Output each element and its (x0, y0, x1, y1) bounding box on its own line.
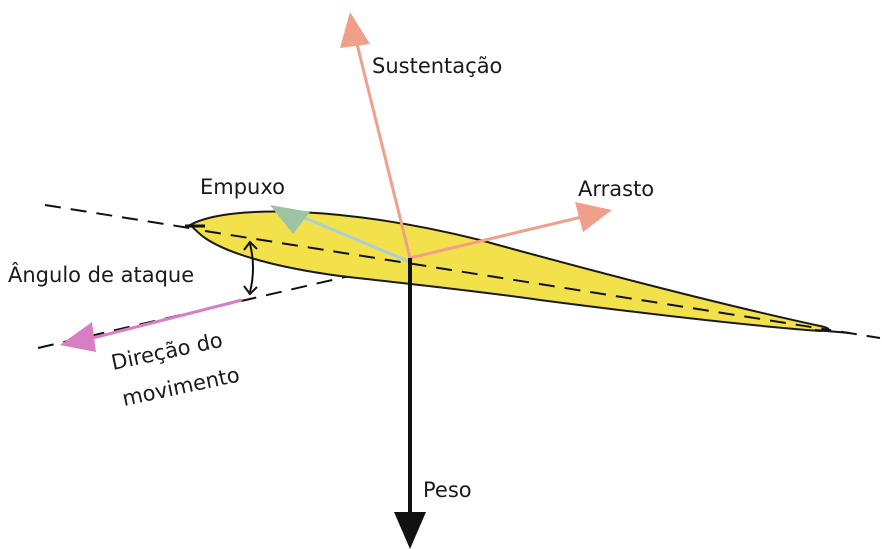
angle-of-attack-label: Ângulo de ataque (8, 262, 194, 287)
weight-arrowhead-icon (394, 512, 426, 549)
direction-arrowhead-icon (60, 322, 96, 352)
drag-label: Arrasto (578, 177, 654, 201)
angle-arc-top-head-icon (243, 240, 258, 251)
direction-arrow-shaft (84, 298, 243, 342)
drag-arrowhead-icon (575, 202, 612, 232)
weight-label: Peso (423, 478, 472, 502)
airfoil (188, 210, 830, 333)
angle-of-attack-arc (249, 243, 254, 293)
trailing-edge-tick (814, 329, 851, 334)
lift-label: Sustentação (372, 54, 502, 78)
lift-arrow-shaft (354, 39, 412, 259)
chord-line-inner (204, 230, 831, 331)
direction-label-line2: movimento (120, 363, 242, 411)
thrust-arrow-shaft (299, 214, 411, 264)
thrust-label: Empuxo (200, 175, 285, 199)
drag-arrow-shaft (409, 213, 591, 260)
angle-arc-bottom-head-icon (243, 285, 258, 296)
lift-arrowhead-icon (340, 12, 370, 48)
thrust-arrowhead-icon (270, 205, 310, 234)
